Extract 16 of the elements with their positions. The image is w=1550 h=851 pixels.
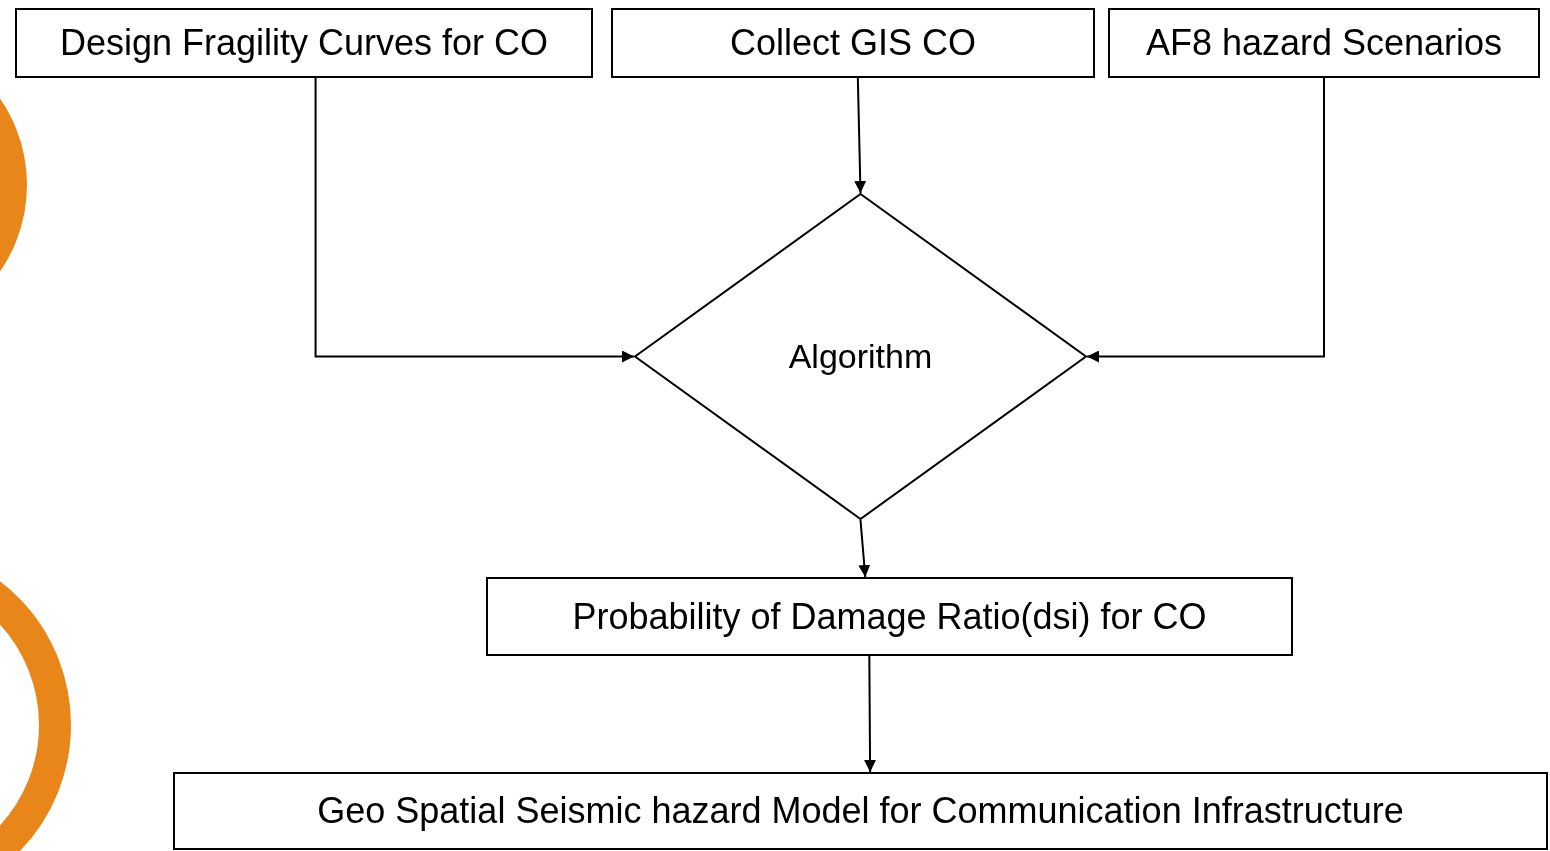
arrow	[854, 77, 867, 194]
step-label: AF8 hazard Scenarios	[1145, 22, 1503, 64]
decision-label: Algorithm	[788, 337, 933, 376]
process-box	[173, 772, 1548, 850]
step-label: Design Fragility Curves for CO	[59, 22, 549, 64]
process-box	[611, 8, 1095, 78]
arrow	[314, 77, 635, 363]
step-label: Geo Spatial Seismic hazard Model for Communication Infrastructure	[317, 790, 1404, 832]
process-box	[1108, 8, 1540, 78]
process-box	[15, 8, 593, 78]
step-label: Collect GIS CO	[729, 22, 977, 64]
arrow	[864, 655, 877, 773]
arrow	[858, 519, 871, 578]
step-label: Probability of Damage Ratio(dsi) for CO	[572, 595, 1207, 638]
process-box	[486, 577, 1293, 656]
arrow	[1086, 77, 1325, 363]
